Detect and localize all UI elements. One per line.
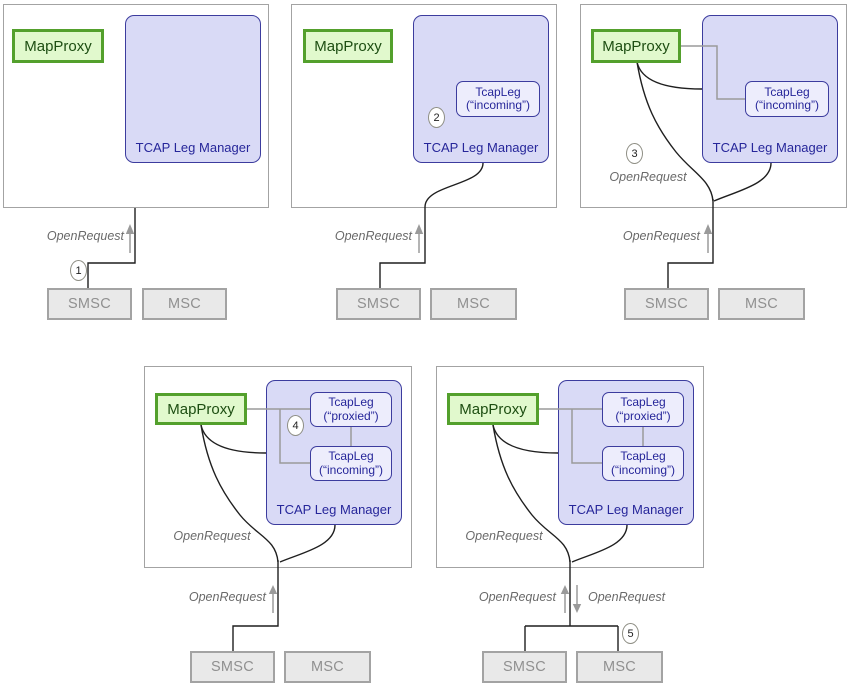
tcapleg-name: TcapLeg <box>620 395 666 410</box>
tcapleg-qualifier: (“incoming”) <box>754 98 819 112</box>
open-request-label: OpenRequest <box>188 590 266 604</box>
tcapleg-name: TcapLeg <box>328 395 374 410</box>
tcapleg-qualifier: (“incoming”) <box>465 98 530 112</box>
tcap-leg-manager-box: TCAP Leg Manager <box>125 15 261 163</box>
smsc-node: SMSC <box>624 288 709 320</box>
tcap-leg-manager-label: TCAP Leg Manager <box>135 140 251 155</box>
msc-node: MSC <box>430 288 517 320</box>
tcap-leg-manager-label: TCAP Leg Manager <box>423 140 539 155</box>
tcapleg-name: TcapLeg <box>328 449 374 464</box>
smsc-msc-tee-line <box>524 560 619 652</box>
open-request-label: OpenRequest <box>465 529 543 543</box>
tcap-leg-manager-label: TCAP Leg Manager <box>568 502 684 517</box>
mapproxy-box: MapProxy <box>303 29 393 63</box>
step-badge-3: 3 <box>626 143 643 164</box>
smsc-riser-line <box>667 199 714 289</box>
smsc-node: SMSC <box>47 288 132 320</box>
step-badge-4: 4 <box>287 415 304 436</box>
msc-node: MSC <box>718 288 805 320</box>
up-arrowhead-icon <box>703 224 713 234</box>
up-arrowhead-icon <box>268 585 278 594</box>
tcapleg-name: TcapLeg <box>764 84 810 99</box>
open-request-label: OpenRequest <box>588 590 666 604</box>
open-request-label: OpenRequest <box>173 529 251 543</box>
open-request-label: OpenRequest <box>334 229 412 243</box>
msc-node: MSC <box>142 288 227 320</box>
open-request-label: OpenRequest <box>609 170 687 184</box>
step-badge-2: 2 <box>428 107 445 128</box>
tcapleg-incoming-box: TcapLeg (“incoming”) <box>745 81 829 117</box>
up-arrowhead-icon <box>414 224 424 234</box>
tcapleg-qualifier: (“incoming”) <box>610 462 675 477</box>
mapproxy-box: MapProxy <box>591 29 681 63</box>
open-request-label: OpenRequest <box>478 590 556 604</box>
tcapleg-incoming-box: TcapLeg (“incoming”) <box>602 446 684 481</box>
tcapleg-incoming-box: TcapLeg (“incoming”) <box>310 446 392 481</box>
tcapleg-qualifier: (“incoming”) <box>318 462 383 477</box>
down-arrowhead-icon <box>572 604 582 613</box>
tcapleg-proxied-box: TcapLeg (“proxied”) <box>602 392 684 427</box>
tcapleg-incoming-box: TcapLeg (“incoming”) <box>456 81 540 117</box>
tcap-leg-manager-label: TCAP Leg Manager <box>712 140 828 155</box>
smsc-riser-line <box>232 560 279 652</box>
open-request-label: OpenRequest <box>622 229 700 243</box>
tcapleg-name: TcapLeg <box>620 449 666 464</box>
step-badge-5: 5 <box>622 623 639 644</box>
tcapleg-qualifier: (“proxied”) <box>615 408 671 423</box>
tcapleg-name: TcapLeg <box>475 84 521 99</box>
mapproxy-box: MapProxy <box>12 29 104 63</box>
up-arrowhead-icon <box>125 224 135 234</box>
mapproxy-box: MapProxy <box>447 393 539 425</box>
step-badge-1: 1 <box>70 260 87 281</box>
tcapleg-proxied-box: TcapLeg (“proxied”) <box>310 392 392 427</box>
tcapleg-qualifier: (“proxied”) <box>323 408 379 423</box>
up-arrowhead-icon <box>560 585 570 594</box>
msc-node: MSC <box>284 651 371 683</box>
smsc-node: SMSC <box>482 651 567 683</box>
mapproxy-box: MapProxy <box>155 393 247 425</box>
smsc-node: SMSC <box>336 288 421 320</box>
msc-node: MSC <box>576 651 663 683</box>
tcap-leg-manager-label: TCAP Leg Manager <box>276 502 392 517</box>
smsc-riser-line <box>87 208 136 289</box>
open-request-label: OpenRequest <box>46 229 124 243</box>
smsc-node: SMSC <box>190 651 275 683</box>
